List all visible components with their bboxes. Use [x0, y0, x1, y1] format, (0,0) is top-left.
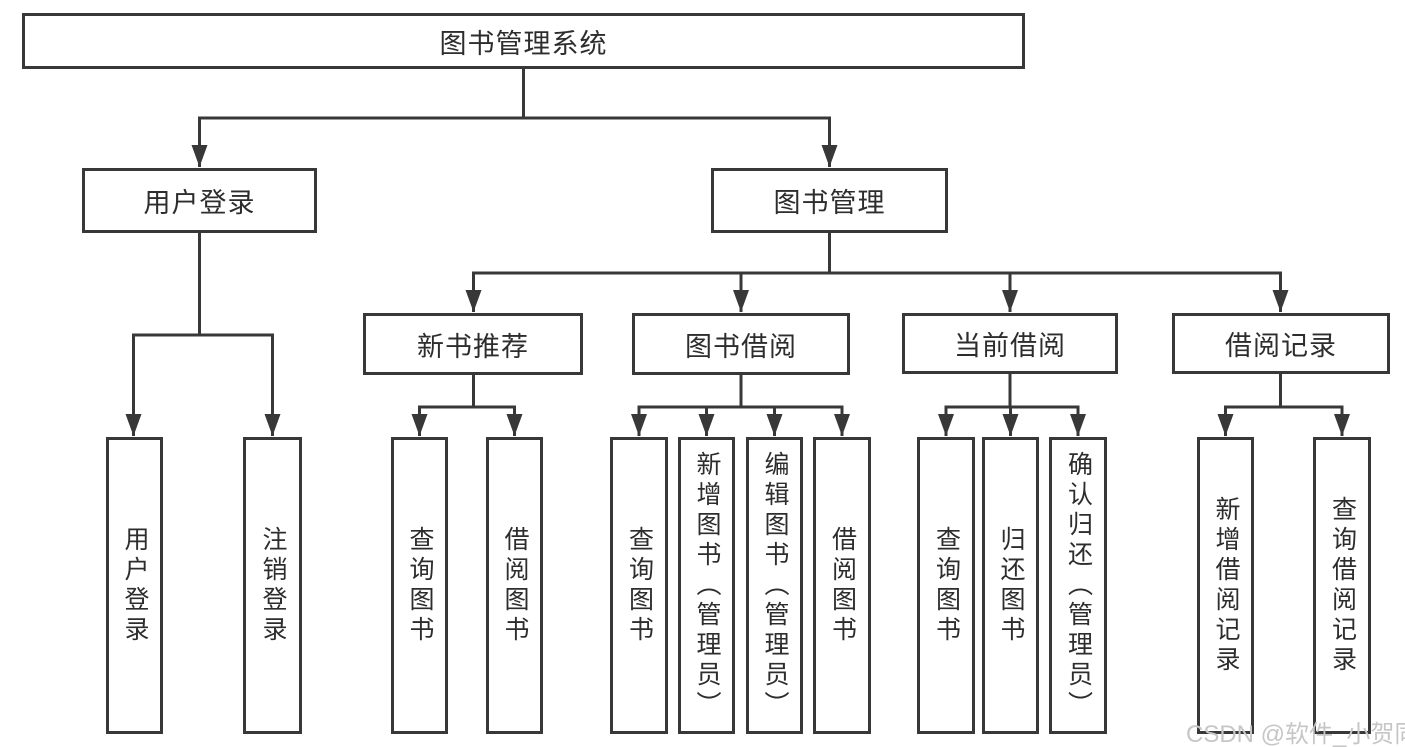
node-label: 新书推荐	[417, 331, 529, 362]
node-borrowing-records: 借阅记录	[1172, 313, 1390, 374]
leaf-edit-books-admin: 编辑图书（管理员）	[746, 437, 803, 734]
node-label: 查询借阅记录	[1328, 495, 1357, 676]
leaf-borrow-books-borrowing: 借阅图书	[813, 437, 871, 734]
node-label: 编辑图书（管理员）	[761, 450, 789, 721]
node-label: 查询图书	[625, 525, 654, 646]
leaf-user-login: 用户登录	[106, 437, 163, 734]
node-label: 借阅记录	[1225, 331, 1337, 361]
node-current-borrowing: 当前借阅	[902, 313, 1118, 374]
node-label: 图书管理系统	[439, 28, 608, 59]
node-label: 新增借阅记录	[1212, 495, 1240, 676]
node-label: 当前借阅	[954, 331, 1066, 361]
node-label: 借阅图书	[501, 525, 529, 646]
node-label: 查询图书	[932, 525, 961, 646]
leaf-borrow-books-newbook: 借阅图书	[486, 437, 543, 734]
leaf-logout-login: 注销登录	[243, 437, 302, 734]
leaf-query-books-current: 查询图书	[917, 437, 975, 734]
node-user-login: 用户登录	[82, 168, 317, 233]
leaf-query-books-newbook: 查询图书	[391, 437, 448, 734]
node-label: 新增图书（管理员）	[693, 450, 721, 721]
node-library-management-system: 图书管理系统	[22, 13, 1025, 69]
node-label: 用户登录	[121, 525, 149, 646]
node-book-management: 图书管理	[711, 168, 948, 233]
node-new-book-recommendation: 新书推荐	[363, 313, 583, 375]
node-label: 用户登录	[143, 188, 256, 218]
leaf-query-books-borrowing: 查询图书	[610, 437, 668, 734]
leaf-confirm-return-admin: 确认归还（管理员）	[1049, 437, 1107, 734]
node-label: 注销登录	[259, 525, 287, 646]
node-label: 图书借阅	[685, 331, 797, 362]
leaf-add-books-admin: 新增图书（管理员）	[678, 437, 735, 734]
leaf-query-borrow-record: 查询借阅记录	[1313, 437, 1371, 734]
node-label: 图书管理	[773, 188, 886, 218]
node-label: 归还图书	[997, 525, 1025, 646]
node-book-borrowing: 图书借阅	[632, 313, 850, 375]
node-label: 查询图书	[406, 525, 434, 646]
csdn-watermark: CSDN @软件_小贺同学	[1186, 721, 1405, 747]
node-label: 借阅图书	[828, 525, 857, 646]
leaf-add-borrow-record: 新增借阅记录	[1197, 437, 1254, 734]
leaf-return-books: 归还图书	[982, 437, 1039, 734]
node-label: 确认归还（管理员）	[1064, 450, 1093, 721]
